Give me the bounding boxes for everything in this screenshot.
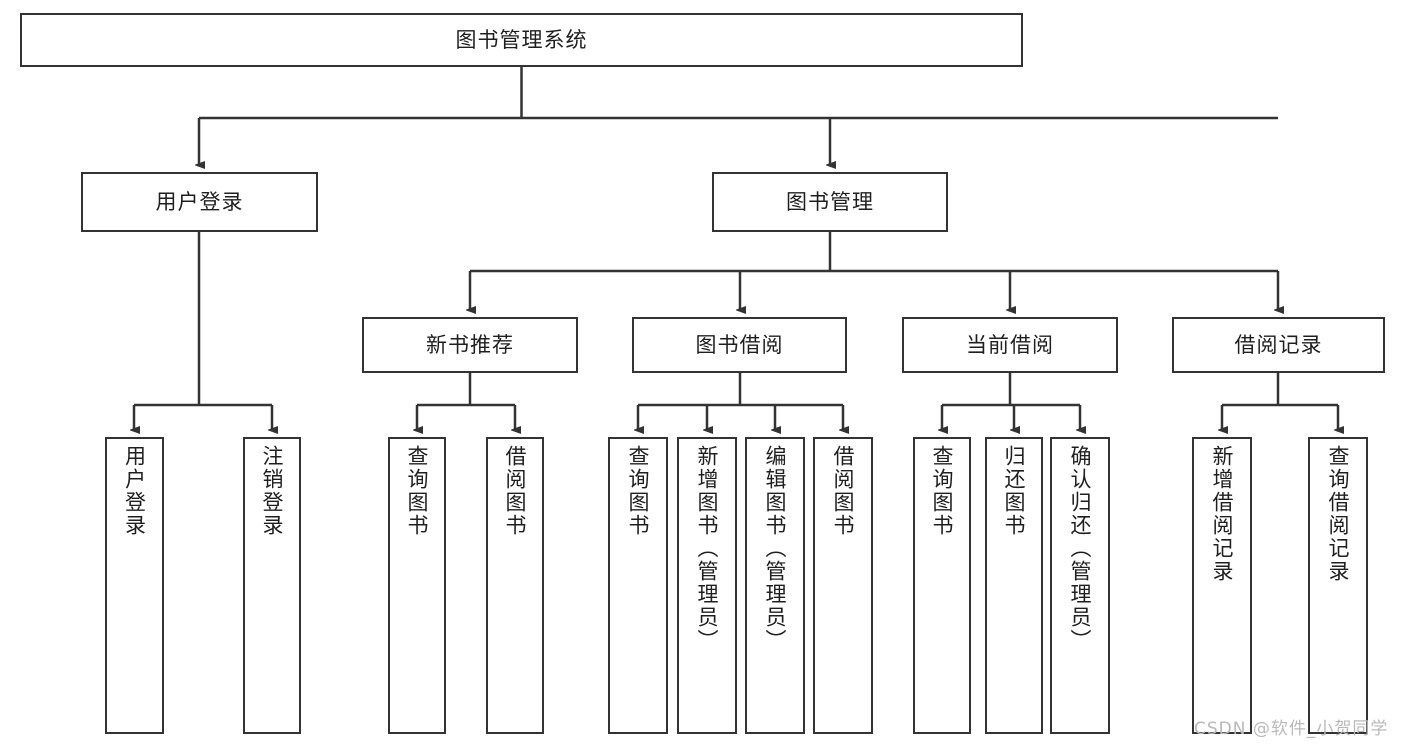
node-leaf-6-label: 新增图书（管理员）	[695, 445, 720, 652]
node-level2-2[interactable]: 图书管理	[712, 172, 948, 232]
node-leaf-8[interactable]: 借阅图书	[813, 437, 873, 734]
node-leaf-9-label: 查询图书	[930, 445, 955, 537]
node-leaf-13-label: 查询借阅记录	[1326, 445, 1351, 583]
node-leaf-8-label: 借阅图书	[831, 445, 856, 537]
node-leaf-5[interactable]: 查询图书	[608, 437, 668, 734]
csdn-watermark: CSDN @软件_小贺同学	[1194, 719, 1389, 739]
node-leaf-5-label: 查询图书	[626, 445, 651, 537]
node-leaf-9[interactable]: 查询图书	[913, 437, 971, 734]
node-leaf-12-label: 新增借阅记录	[1210, 445, 1235, 583]
node-leaf-2-label: 注销登录	[260, 445, 285, 537]
node-leaf-11-label: 确认归还（管理员）	[1068, 445, 1093, 652]
node-level3-1-label: 新书推荐	[426, 332, 514, 357]
node-leaf-4[interactable]: 借阅图书	[486, 437, 544, 734]
node-leaf-6[interactable]: 新增图书（管理员）	[677, 437, 737, 734]
node-level2-2-label: 图书管理	[786, 189, 874, 214]
node-leaf-3[interactable]: 查询图书	[388, 437, 446, 734]
node-level3-4[interactable]: 借阅记录	[1172, 317, 1385, 373]
node-leaf-10-label: 归还图书	[1002, 445, 1027, 537]
node-leaf-2[interactable]: 注销登录	[243, 437, 301, 734]
node-level3-2[interactable]: 图书借阅	[632, 317, 847, 373]
node-leaf-3-label: 查询图书	[405, 445, 430, 537]
node-leaf-10[interactable]: 归还图书	[985, 437, 1043, 734]
node-level3-1[interactable]: 新书推荐	[362, 317, 578, 373]
node-leaf-1[interactable]: 用户登录	[105, 437, 164, 734]
node-leaf-13[interactable]: 查询借阅记录	[1308, 437, 1368, 734]
node-level3-3-label: 当前借阅	[966, 332, 1054, 357]
node-level2-1[interactable]: 用户登录	[81, 172, 318, 232]
node-level3-2-label: 图书借阅	[695, 332, 784, 357]
node-leaf-7[interactable]: 编辑图书（管理员）	[745, 437, 805, 734]
node-leaf-11[interactable]: 确认归还（管理员）	[1050, 437, 1110, 734]
node-leaf-1-label: 用户登录	[122, 445, 147, 537]
node-root-label: 图书管理系统	[455, 27, 588, 52]
node-leaf-4-label: 借阅图书	[503, 445, 528, 537]
node-leaf-7-label: 编辑图书（管理员）	[763, 445, 788, 652]
node-level2-1-label: 用户登录	[155, 189, 244, 214]
node-leaf-12[interactable]: 新增借阅记录	[1192, 437, 1252, 734]
node-level3-3[interactable]: 当前借阅	[902, 317, 1118, 373]
node-level3-4-label: 借阅记录	[1234, 332, 1323, 357]
node-root[interactable]: 图书管理系统	[20, 13, 1023, 67]
